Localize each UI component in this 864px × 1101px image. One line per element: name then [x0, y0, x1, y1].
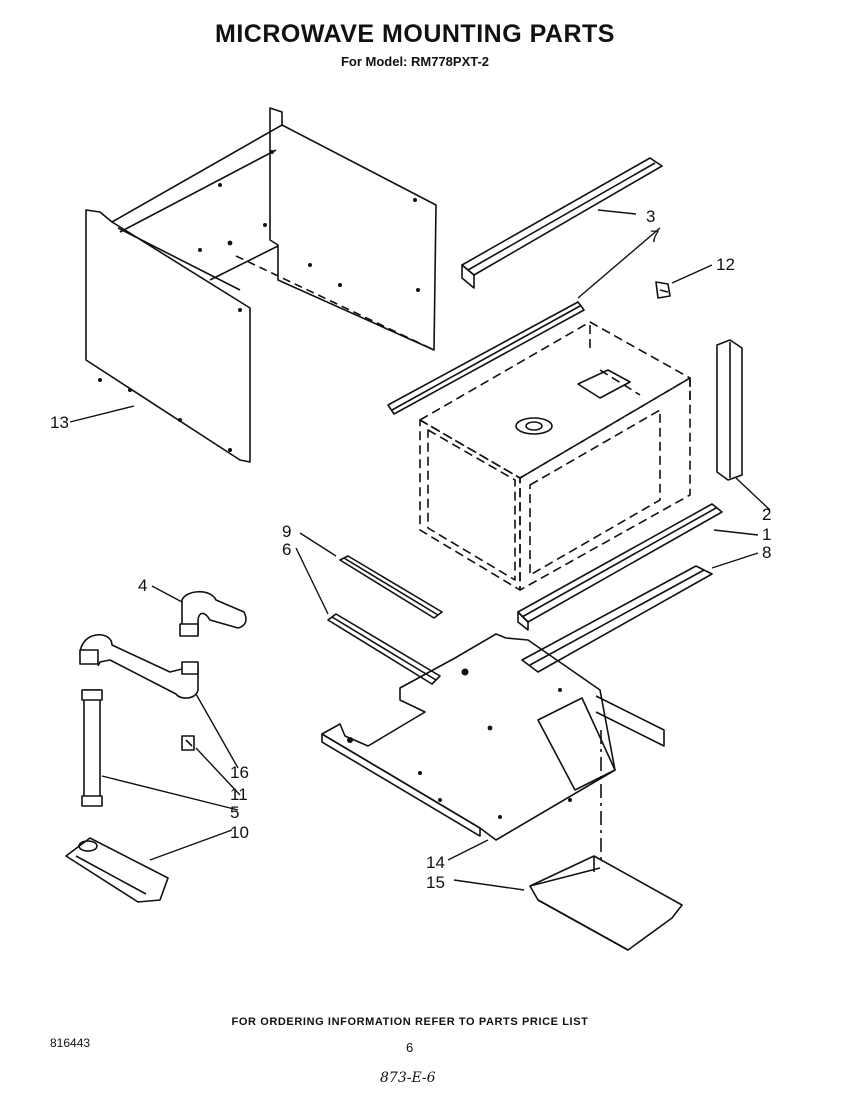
base-plate — [321, 633, 665, 841]
callout-4: 4 — [138, 576, 147, 595]
callout-12: 12 — [716, 255, 735, 274]
vertical-side-trim — [716, 339, 743, 481]
callout-3: 3 — [646, 207, 655, 226]
microwave-oven-dashed — [419, 321, 691, 591]
document-number: 816443 — [50, 1036, 91, 1050]
drip-pan — [65, 837, 169, 903]
callout-14: 14 — [426, 853, 445, 872]
callout-labels: 3 7 12 2 1 8 9 6 13 4 16 11 5 10 14 15 — [50, 207, 771, 892]
callout-5: 5 — [230, 803, 239, 822]
callout-2: 2 — [762, 505, 771, 524]
cabinet-enclosure-panels — [85, 107, 437, 463]
ordering-note: FOR ORDERING INFORMATION REFER TO PARTS … — [231, 1016, 589, 1028]
bottom-tray — [529, 855, 683, 951]
clip-part — [655, 281, 671, 299]
straight-tube — [81, 689, 103, 807]
turntable-hub — [515, 369, 631, 435]
bent-drain-tube — [79, 633, 199, 699]
top-mounting-rail — [461, 157, 663, 289]
callout-16: 16 — [230, 763, 249, 782]
callout-9: 9 — [282, 522, 291, 541]
small-connector — [181, 735, 195, 751]
page-title: MICROWAVE MOUNTING PARTS — [215, 20, 615, 48]
model-subtitle: For Model: RM778PXT-2 — [340, 54, 490, 69]
front-top-strip — [387, 301, 585, 415]
vent-duct-elbow — [179, 590, 247, 637]
callout-11: 11 — [230, 785, 248, 804]
bracket-9 — [339, 555, 443, 619]
callout-10: 10 — [230, 823, 249, 842]
callout-15: 15 — [426, 873, 445, 892]
handwritten-note: 873-E-6 — [380, 1070, 436, 1086]
callout-6: 6 — [282, 540, 291, 559]
callout-13: 13 — [50, 413, 69, 432]
bracket-6 — [327, 613, 441, 685]
bottom-rear-rail — [521, 565, 713, 673]
bottom-front-rail — [517, 503, 723, 631]
page-number: 6 — [406, 1040, 414, 1055]
callout-7: 7 — [650, 227, 659, 246]
leader-lines — [69, 209, 771, 891]
callout-8: 8 — [762, 543, 771, 562]
callout-1: 1 — [762, 525, 771, 544]
